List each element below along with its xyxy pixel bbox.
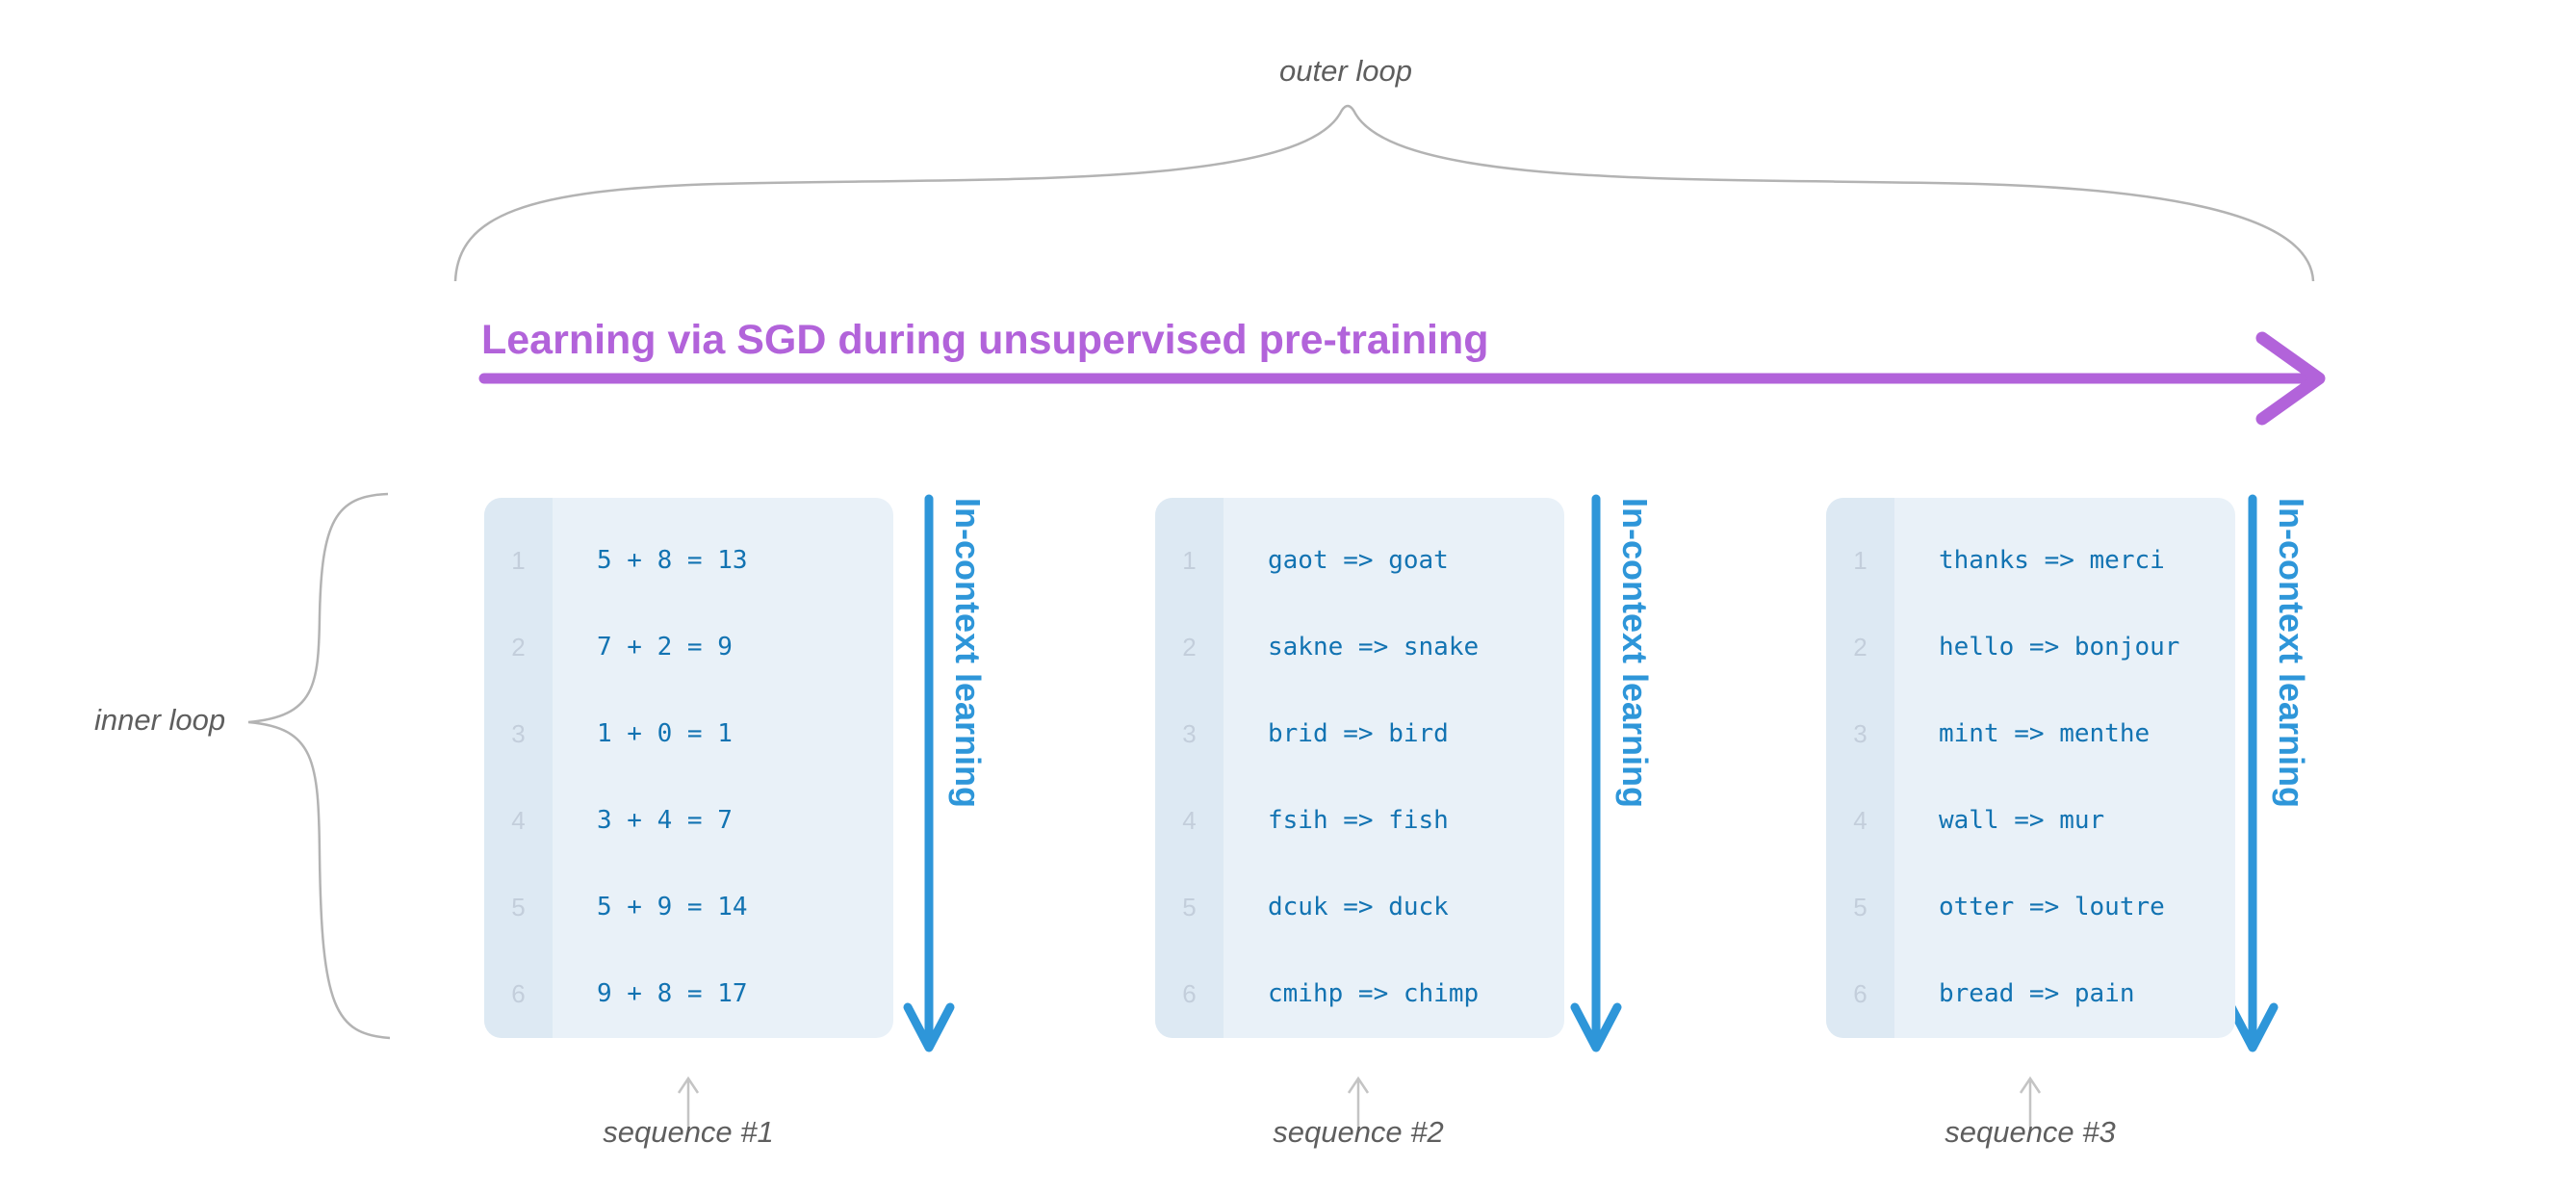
sequence-token-text: 5 + 9 = 14 <box>597 893 748 921</box>
sequence-line: 5 5 + 9 = 14 <box>484 864 893 950</box>
line-number: 1 <box>1853 545 1868 575</box>
sequence-token-text: bread => pain <box>1939 979 2135 1008</box>
caption-pointer-icon <box>2019 1076 2042 1127</box>
line-number: 4 <box>1182 805 1197 835</box>
sequence-line: 3 mint => menthe <box>1826 690 2235 777</box>
sequence-line: 5 otter => loutre <box>1826 864 2235 950</box>
sequence-token-text: 7 + 2 = 9 <box>597 633 733 662</box>
line-number: 4 <box>511 805 526 835</box>
sequence-token-text: mint => menthe <box>1939 719 2151 748</box>
sequence-line: 4 wall => mur <box>1826 777 2235 864</box>
pretraining-heading: Learning via SGD during unsupervised pre… <box>481 317 1489 363</box>
sequence-line: 3 1 + 0 = 1 <box>484 690 893 777</box>
line-number-gutter <box>484 498 553 1038</box>
sequence-card-1: 1 5 + 8 = 13 2 7 + 2 = 9 3 1 + 0 = 1 4 3… <box>484 498 893 1038</box>
line-number: 5 <box>511 892 526 921</box>
sequence-token-text: 3 + 4 = 7 <box>597 806 733 835</box>
in-context-arrow-1 <box>903 494 955 1052</box>
sequence-line: 6 bread => pain <box>1826 950 2235 1037</box>
line-number: 5 <box>1182 892 1197 921</box>
line-number: 6 <box>511 978 526 1008</box>
line-number-gutter <box>1826 498 1894 1038</box>
sequence-token-text: brid => bird <box>1268 719 1449 748</box>
sgd-arrow-head <box>2255 331 2326 426</box>
line-number-gutter <box>1155 498 1224 1038</box>
sequence-token-text: hello => bonjour <box>1939 633 2180 662</box>
sequence-line: 4 fsih => fish <box>1155 777 1564 864</box>
sequence-line: 6 9 + 8 = 17 <box>484 950 893 1037</box>
sequence-token-text: 9 + 8 = 17 <box>597 979 748 1008</box>
inner-loop-brace <box>247 492 391 1040</box>
line-number: 2 <box>1853 632 1868 662</box>
sequence-token-text: fsih => fish <box>1268 806 1449 835</box>
line-number: 5 <box>1853 892 1868 921</box>
sequence-line: 4 3 + 4 = 7 <box>484 777 893 864</box>
sequence-token-text: wall => mur <box>1939 806 2105 835</box>
line-number: 2 <box>1182 632 1197 662</box>
sequence-line: 2 7 + 2 = 9 <box>484 604 893 690</box>
sequence-line: 2 hello => bonjour <box>1826 604 2235 690</box>
sequence-caption-3: sequence #3 <box>1945 1115 2116 1149</box>
sequence-caption-1: sequence #1 <box>603 1115 774 1149</box>
line-number: 3 <box>511 718 526 748</box>
inner-loop-label: inner loop <box>94 703 226 737</box>
line-number: 3 <box>1182 718 1197 748</box>
sequence-token-text: 1 + 0 = 1 <box>597 719 733 748</box>
sequence-token-text: 5 + 8 = 13 <box>597 546 748 575</box>
sequence-token-text: thanks => merci <box>1939 546 2165 575</box>
caption-pointer-icon <box>677 1076 700 1127</box>
line-number: 1 <box>1182 545 1197 575</box>
in-context-learning-label-1: In-context learning <box>948 498 988 809</box>
sequence-card-2: 1 gaot => goat 2 sakne => snake 3 brid =… <box>1155 498 1564 1038</box>
sequence-token-text: sakne => snake <box>1268 633 1480 662</box>
in-context-learning-label-2: In-context learning <box>1615 498 1655 809</box>
sequence-line: 6 cmihp => chimp <box>1155 950 1564 1037</box>
sequence-line: 5 dcuk => duck <box>1155 864 1564 950</box>
sequence-caption-2: sequence #2 <box>1273 1115 1444 1149</box>
sequence-line: 1 gaot => goat <box>1155 517 1564 604</box>
line-number: 6 <box>1182 978 1197 1008</box>
line-number: 3 <box>1853 718 1868 748</box>
sequence-token-text: gaot => goat <box>1268 546 1449 575</box>
outer-loop-label: outer loop <box>1279 54 1412 88</box>
in-context-arrow-3 <box>2227 494 2279 1052</box>
caption-pointer-icon <box>1347 1076 1370 1127</box>
in-context-learning-label-3: In-context learning <box>2272 498 2311 809</box>
sequence-token-text: otter => loutre <box>1939 893 2165 921</box>
line-number: 6 <box>1853 978 1868 1008</box>
sequence-card-3: 1 thanks => merci 2 hello => bonjour 3 m… <box>1826 498 2235 1038</box>
sequence-token-text: cmihp => chimp <box>1268 979 1480 1008</box>
sequence-line: 1 5 + 8 = 13 <box>484 517 893 604</box>
sequence-token-text: dcuk => duck <box>1268 893 1449 921</box>
in-context-arrow-2 <box>1570 494 1622 1052</box>
sequence-line: 3 brid => bird <box>1155 690 1564 777</box>
line-number: 2 <box>511 632 526 662</box>
line-number: 4 <box>1853 805 1868 835</box>
sequence-line: 2 sakne => snake <box>1155 604 1564 690</box>
sequence-line: 1 thanks => merci <box>1826 517 2235 604</box>
outer-loop-brace <box>453 104 2315 282</box>
line-number: 1 <box>511 545 526 575</box>
